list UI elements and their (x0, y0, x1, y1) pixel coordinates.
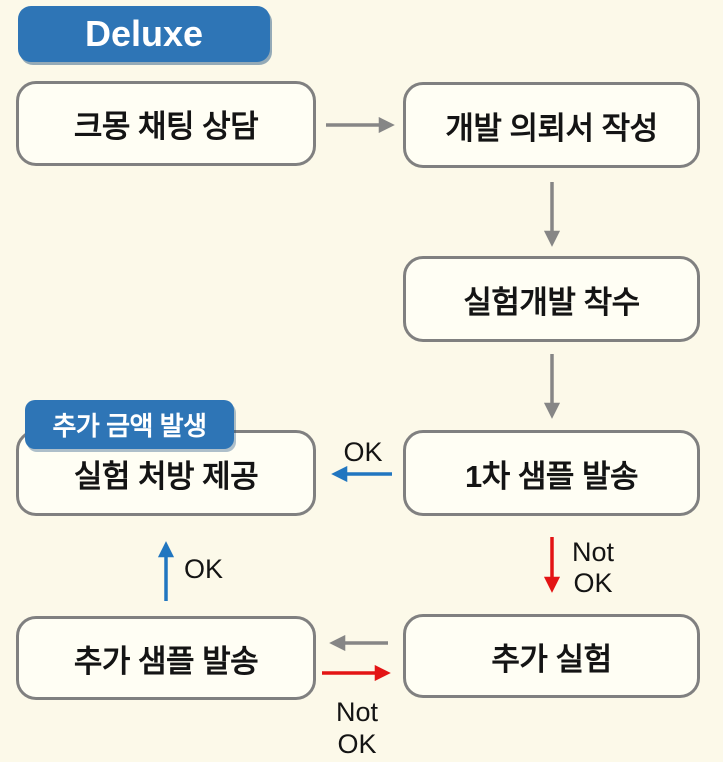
edge-label-not-ok-right: Not OK (322, 696, 392, 760)
node-extra-sample-shipping: 추가 샘플 발송 (16, 616, 316, 700)
edge-label-ok-left: OK (343, 437, 383, 467)
node-experiment-development-start: 실험개발 착수 (403, 256, 700, 342)
edge-label-not-ok-right-line2: OK (337, 729, 377, 759)
node-first-sample-shipping: 1차 샘플 발송 (403, 430, 700, 516)
edge-label-not-ok-down: Not OK (558, 537, 628, 599)
edge-label-not-ok-down-line2: OK (573, 568, 613, 598)
edge-label-not-ok-right-line1: Not (335, 697, 379, 727)
deluxe-title-badge: Deluxe (18, 6, 270, 62)
node-extra-experiment: 추가 실험 (403, 614, 700, 698)
edge-label-ok-up: OK (184, 554, 224, 584)
edge-label-not-ok-down-line1: Not (571, 537, 615, 567)
extra-cost-tag-badge: 추가 금액 발생 (25, 400, 234, 449)
node-kmong-chat-consult: 크몽 채팅 상담 (16, 81, 316, 166)
node-development-request-form: 개발 의뢰서 작성 (403, 82, 700, 168)
